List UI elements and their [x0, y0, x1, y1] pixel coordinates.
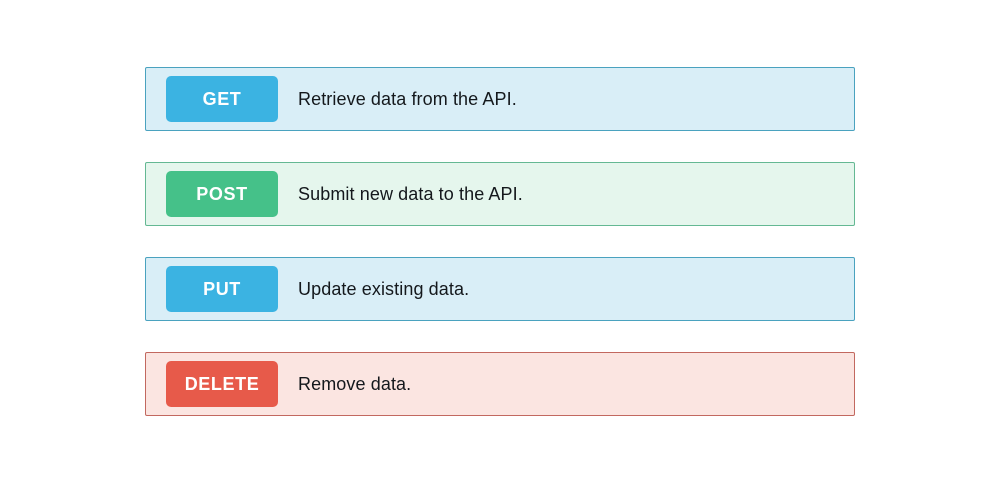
- delete-method-description: Remove data.: [298, 373, 412, 394]
- api-method-row-delete: DELETE Remove data.: [145, 352, 855, 416]
- put-method-badge: PUT: [166, 266, 278, 312]
- get-method-description: Retrieve data from the API.: [298, 88, 517, 109]
- api-method-row-post: POST Submit new data to the API.: [145, 162, 855, 226]
- post-method-description: Submit new data to the API.: [298, 183, 523, 204]
- delete-method-badge: DELETE: [166, 361, 278, 407]
- api-method-row-get: GET Retrieve data from the API.: [145, 67, 855, 131]
- put-method-description: Update existing data.: [298, 278, 470, 299]
- post-method-badge: POST: [166, 171, 278, 217]
- get-method-badge: GET: [166, 76, 278, 122]
- api-method-row-put: PUT Update existing data.: [145, 257, 855, 321]
- api-methods-panel: GET Retrieve data from the API. POST Sub…: [145, 67, 855, 416]
